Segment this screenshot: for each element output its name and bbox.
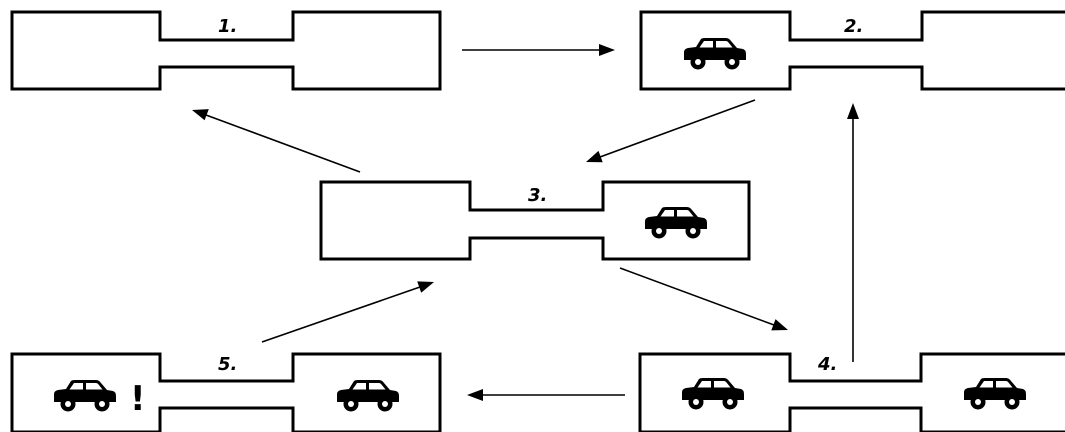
arrow-5-to-3 <box>261 281 434 343</box>
arrow-3-to-1 <box>192 109 361 173</box>
arrow-head <box>771 319 788 331</box>
exclamation-mark: ! <box>130 379 146 419</box>
arrow-4-to-2 <box>847 103 859 362</box>
state-3: 3. <box>319 180 751 261</box>
state-label: 5. <box>218 354 237 375</box>
arrow-head <box>192 109 209 121</box>
state-4: 4. <box>638 352 1065 432</box>
arrow-head <box>847 103 859 119</box>
state-label: 2. <box>844 16 863 37</box>
state-label: 4. <box>817 354 837 375</box>
arrow-head <box>599 44 615 56</box>
arrow-head <box>417 281 434 293</box>
state-label: 1. <box>218 16 237 37</box>
arrow-1-to-2 <box>462 44 615 56</box>
arrow-4-to-5 <box>467 389 625 401</box>
state-5: 5. ! <box>10 352 442 432</box>
state-1: 1. <box>10 10 442 91</box>
state-2: 2. <box>639 10 1065 91</box>
arrow-3-to-4 <box>619 267 788 331</box>
arrow-2-to-3 <box>586 99 756 163</box>
arrow-head <box>467 389 483 401</box>
state-label: 3. <box>528 185 547 206</box>
arrow-head <box>586 150 603 163</box>
